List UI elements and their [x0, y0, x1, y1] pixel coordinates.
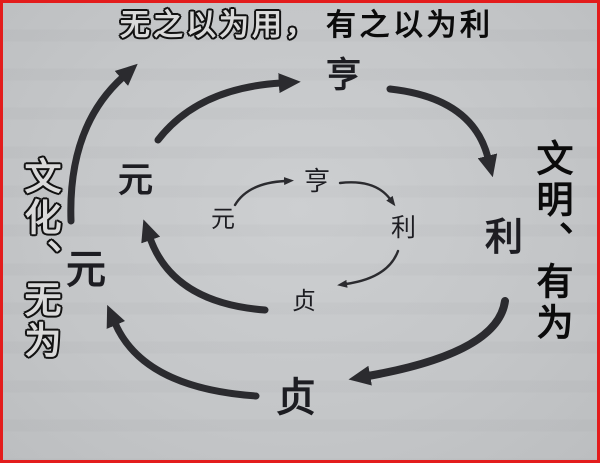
- node-yuan-inner: 元: [211, 205, 235, 233]
- arrow-inner-li-to-zhen: [337, 249, 400, 288]
- node-zhen-inner: 贞: [292, 287, 316, 315]
- node-li-inner: 利: [391, 213, 417, 242]
- arrow-yuan-to-heng: [154, 73, 301, 144]
- title-outlined: 无之以为用，: [120, 8, 318, 43]
- side-label-right: 文明、有为: [530, 139, 573, 344]
- node-yuan-outer: 元: [66, 246, 106, 293]
- arrow-zhen-to-yuan-outer: [106, 304, 260, 400]
- arrow-inner-to-yuan-middle: [141, 219, 269, 314]
- node-zhen-bottom: 贞: [276, 374, 316, 421]
- node-li-right: 利: [485, 214, 524, 259]
- side-label-left: 文化、无为: [18, 157, 61, 362]
- title-solid: 有之以为利: [326, 8, 494, 43]
- arrow-inner-heng-to-li: [338, 181, 396, 207]
- arrow-outer-yuan-up: [67, 63, 138, 225]
- node-heng-inner: 亨: [304, 167, 331, 197]
- node-yuan-middle: 元: [118, 160, 154, 201]
- node-heng-top: 亨: [326, 55, 362, 96]
- arrow-heng-to-li: [386, 85, 498, 178]
- arrow-li-to-zhen: [348, 297, 509, 386]
- arrows-layer: [67, 63, 509, 400]
- arrow-inner-yuan-to-heng: [233, 177, 294, 207]
